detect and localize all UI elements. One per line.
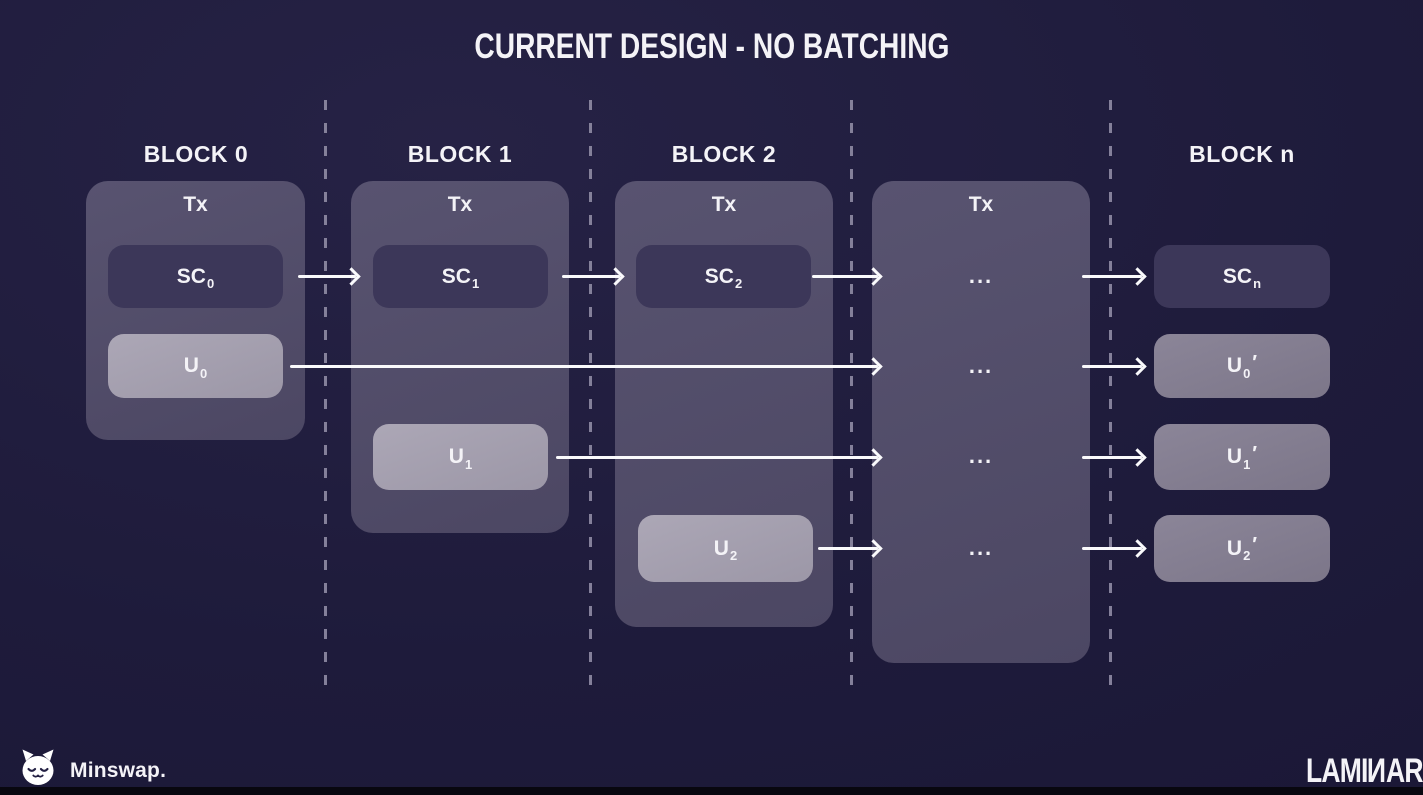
laminar-reversed-n: N bbox=[1367, 752, 1387, 790]
u-1-subscript: 1 bbox=[464, 456, 473, 472]
u-0-prime-mark: ′ bbox=[1252, 351, 1258, 374]
u-0-prime-label: U bbox=[1226, 354, 1243, 377]
ellipsis-u1-row: ... bbox=[968, 443, 994, 468]
block-1-header: BLOCK 1 bbox=[407, 141, 513, 167]
minswap-logo: Minswap. bbox=[16, 746, 166, 795]
sc-n-label: SC bbox=[1222, 264, 1253, 288]
ellipsis-sc-row: ... bbox=[968, 263, 994, 288]
block-divider-2 bbox=[589, 100, 592, 692]
u-0-label: U bbox=[183, 354, 199, 377]
page-title: CURRENT DESIGN - NO BATCHING bbox=[0, 26, 1423, 66]
u-1-prime-subscript: 1 bbox=[1243, 456, 1251, 472]
laminar-wordmark-left: LAMI bbox=[1306, 752, 1368, 790]
minswap-cat-icon bbox=[16, 746, 60, 795]
ellipsis-u2-row: ... bbox=[968, 535, 994, 560]
arrow-ellipsis-u1prime bbox=[1082, 448, 1147, 467]
u-2-prime-mark: ′ bbox=[1252, 534, 1258, 556]
arrow-sc2-ellipsis bbox=[812, 267, 883, 286]
block-ellipsis-tx-container: Tx bbox=[872, 181, 1090, 663]
arrow-ellipsis-scn bbox=[1082, 267, 1147, 286]
block-2-tx-label: Tx bbox=[711, 193, 737, 216]
page-title-text: CURRENT DESIGN - NO BATCHING bbox=[473, 26, 950, 66]
sc-2-subscript: 2 bbox=[734, 276, 743, 291]
block-0-tx-container: Tx bbox=[86, 181, 305, 440]
block-ellipsis-tx-label: Tx bbox=[968, 193, 994, 216]
arrow-ellipsis-u0prime bbox=[1082, 357, 1147, 376]
u-2-subscript: 2 bbox=[729, 548, 738, 563]
block-0-header: BLOCK 0 bbox=[143, 141, 249, 167]
arrowhead-icon bbox=[1128, 448, 1147, 467]
u-1-prime-label: U bbox=[1226, 445, 1243, 468]
u-0-subscript: 0 bbox=[199, 365, 208, 381]
sc-1-subscript: 1 bbox=[471, 276, 480, 291]
block-divider-3 bbox=[850, 100, 853, 692]
u-0-prime-subscript: 0 bbox=[1243, 365, 1251, 381]
bottom-letterbox-bar bbox=[0, 787, 1423, 795]
arrow-u1-ellipsis bbox=[556, 448, 883, 467]
arrow-sc0-sc1 bbox=[298, 267, 361, 286]
block-divider-4 bbox=[1109, 100, 1112, 692]
sc-0-label: SC bbox=[176, 264, 206, 288]
block-1-tx-label: Tx bbox=[447, 193, 473, 216]
ellipsis-u0-row: ... bbox=[968, 353, 994, 378]
sc-2-label: SC bbox=[704, 264, 734, 288]
block-divider-1 bbox=[324, 100, 327, 692]
u-2-label: U bbox=[713, 536, 729, 560]
block-n-header: BLOCK n bbox=[1189, 141, 1295, 167]
arrow-sc1-sc2 bbox=[562, 267, 625, 286]
arrow-u2-ellipsis bbox=[818, 539, 883, 558]
arrowhead-icon bbox=[1128, 267, 1147, 286]
u-1-label: U bbox=[448, 445, 464, 468]
arrowhead-icon bbox=[1128, 539, 1147, 558]
u-2-prime-label: U bbox=[1226, 536, 1243, 560]
laminar-wordmark-right: AR bbox=[1386, 752, 1423, 790]
block-0-tx-label: Tx bbox=[183, 193, 208, 216]
laminar-logo: LAMINAR bbox=[1306, 752, 1423, 791]
u-1-prime-mark: ′ bbox=[1252, 442, 1258, 465]
u-2-prime-subscript: 2 bbox=[1243, 548, 1251, 563]
sc-0-subscript: 0 bbox=[206, 276, 215, 291]
minswap-wordmark: Minswap. bbox=[70, 758, 167, 782]
arrowhead-icon bbox=[1128, 357, 1147, 376]
arrow-ellipsis-u2prime bbox=[1082, 539, 1147, 558]
sc-1-label: SC bbox=[441, 264, 471, 288]
block-2-header: BLOCK 2 bbox=[671, 141, 777, 167]
sc-n-subscript: n bbox=[1253, 276, 1262, 291]
arrow-u0-ellipsis bbox=[290, 357, 883, 376]
